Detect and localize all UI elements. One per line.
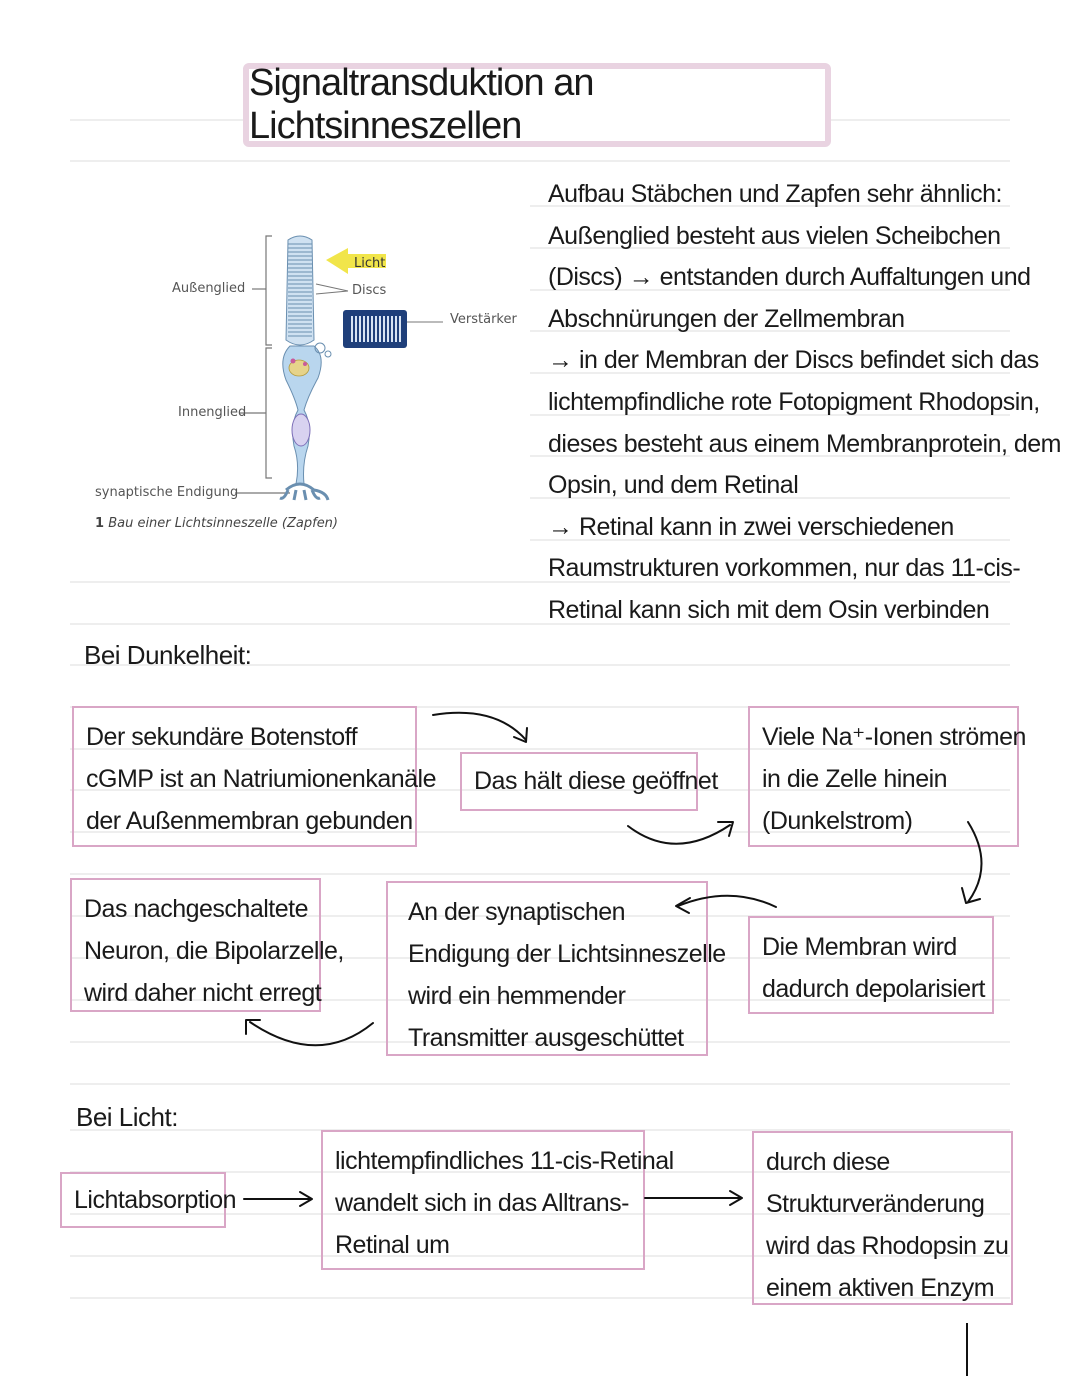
intro-line: Opsin, und dem Retinal bbox=[548, 471, 799, 500]
label-discs: Discs bbox=[352, 283, 387, 298]
caption-text: Bau einer Lichtsinneszelle (Zapfen) bbox=[108, 516, 338, 531]
box-line: Das nachgeschaltete bbox=[84, 895, 308, 923]
box-line: Transmitter ausgeschüttet bbox=[408, 1024, 684, 1052]
nucleus-shape bbox=[291, 413, 311, 447]
box-line: Lichtabsorption bbox=[74, 1186, 237, 1214]
dark-heading: Bei Dunkelheit: bbox=[84, 640, 252, 670]
dark-box-open: Das hält diese geöffnet bbox=[460, 752, 718, 811]
dark-box-bipolar: Das nachgeschaltete Neuron, die Bipolarz… bbox=[70, 878, 344, 1012]
box-line: dadurch depolarisiert bbox=[762, 975, 985, 1003]
label-outer-segment: Außenglied bbox=[172, 281, 246, 296]
box-line: wird ein hemmender bbox=[408, 982, 626, 1010]
dark-box-cgmp: Der sekundäre Botenstoff cGMP ist an Nat… bbox=[72, 706, 437, 847]
box-line: An der synaptischen bbox=[408, 898, 626, 926]
dark-box-transmitter: An der synaptischen Endigung der Lichtsi… bbox=[386, 881, 726, 1056]
light-box-absorption: Lichtabsorption bbox=[60, 1172, 237, 1228]
box-line: Viele Na⁺-Ionen strömen bbox=[762, 723, 1026, 751]
box-line: Das hält diese geöffnet bbox=[474, 767, 718, 795]
box-line: Endigung der Lichtsinneszelle bbox=[408, 940, 726, 968]
box-line: Die Membran wird bbox=[762, 933, 957, 961]
box-line: (Dunkelstrom) bbox=[762, 807, 913, 835]
box-line: lichtempfindliches 11-cis-Retinal bbox=[335, 1147, 674, 1175]
photoreceptor-figure bbox=[235, 235, 443, 501]
box-line: der Außenmembran gebunden bbox=[86, 807, 413, 835]
light-box-retinal: lichtempfindliches 11-cis-Retinal wandel… bbox=[321, 1130, 674, 1270]
outer-segment-shape bbox=[285, 235, 315, 346]
label-amplifier: Verstärker bbox=[450, 312, 517, 327]
box-line: cGMP ist an Natriumionenkanäle bbox=[86, 765, 437, 793]
intro-paragraph: Aufbau Stäbchen und Zapfen sehr ähnlich:… bbox=[548, 174, 1062, 632]
box-line: Strukturveränderung bbox=[766, 1190, 985, 1218]
label-light: Licht bbox=[354, 256, 386, 271]
box-line: in die Zelle hinein bbox=[762, 765, 948, 793]
box-line: Der sekundäre Botenstoff bbox=[86, 723, 358, 751]
intro-line: Raumstrukturen vorkommen, nur das 11-cis… bbox=[548, 554, 1021, 583]
intro-line: dieses besteht aus einem Membranprotein,… bbox=[548, 429, 1062, 458]
label-synaptic-ending: synaptische Endigung bbox=[95, 485, 239, 500]
caption-number: 1 bbox=[95, 516, 105, 531]
box-line: Neuron, die Bipolarzelle, bbox=[84, 937, 344, 965]
box-line: Retinal um bbox=[335, 1231, 450, 1259]
box-line: durch diese bbox=[766, 1148, 890, 1176]
intro-line: → Retinal kann in zwei verschiedenen bbox=[548, 512, 954, 541]
figure-caption: 1 Bau einer Lichtsinneszelle (Zapfen) bbox=[95, 516, 338, 531]
dark-box-sodium: Viele Na⁺-Ionen strömen in die Zelle hin… bbox=[748, 706, 1026, 847]
intro-line: Retinal kann sich mit dem Osin verbinden bbox=[548, 595, 990, 624]
intro-line: → in der Membran der Discs befindet sich… bbox=[548, 346, 1039, 375]
intro-line: Außenglied besteht aus vielen Scheibchen bbox=[548, 221, 1001, 250]
light-arrow-icon bbox=[326, 248, 386, 274]
box-line: einem aktiven Enzym bbox=[766, 1274, 995, 1302]
page-title: Signaltransduktion an Lichtsinneszellen bbox=[249, 62, 594, 147]
dark-box-depolarized: Die Membran wird dadurch depolarisiert bbox=[748, 916, 994, 1014]
box-line: wird daher nicht erregt bbox=[84, 979, 322, 1007]
intro-line: lichtempfindliche rote Fotopigment Rhodo… bbox=[548, 387, 1040, 416]
intro-line: Abschnürungen der Zellmembran bbox=[548, 304, 905, 333]
intro-line: Aufbau Stäbchen und Zapfen sehr ähnlich: bbox=[548, 180, 1002, 208]
box-line: wird das Rhodopsin zu bbox=[766, 1232, 1009, 1260]
light-box-enzyme: durch diese Strukturveränderung wird das… bbox=[752, 1131, 1013, 1305]
box-line: wandelt sich in das Alltrans- bbox=[335, 1189, 629, 1217]
label-inner-segment: Innenglied bbox=[178, 405, 247, 420]
title-box: Signaltransduktion an Lichtsinneszellen bbox=[243, 62, 831, 147]
intro-line: (Discs) → entstanden durch Auffaltungen … bbox=[548, 263, 1031, 292]
light-heading: Bei Licht: bbox=[76, 1102, 178, 1132]
